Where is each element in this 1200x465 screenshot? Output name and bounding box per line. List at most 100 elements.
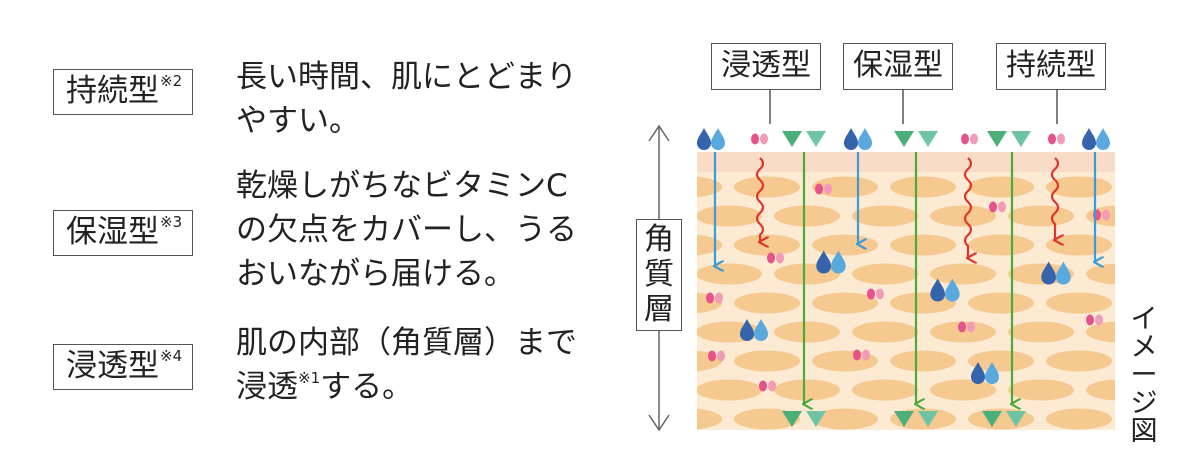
desc-line: 乾燥しがちなビタミンC bbox=[236, 168, 568, 204]
green-triangle bbox=[982, 411, 1002, 427]
stratum-cell bbox=[812, 350, 878, 372]
green-triangle bbox=[894, 131, 914, 147]
pink-particle bbox=[961, 133, 969, 145]
legend-desc-penetrating: 肌の内部（角質層）まで 浸透※1する。 bbox=[236, 321, 577, 414]
water-drop bbox=[971, 362, 985, 384]
pink-particle bbox=[1057, 133, 1065, 145]
legend-desc-persistent: 長い時間、肌にとどまり やすい。 bbox=[236, 55, 577, 143]
stratum-cell bbox=[968, 350, 1034, 372]
pink-particle bbox=[1086, 314, 1094, 326]
stratum-cell bbox=[1124, 177, 1190, 198]
stratum-char: 層 bbox=[644, 292, 674, 327]
pink-particle bbox=[708, 350, 716, 362]
pink-particle bbox=[876, 288, 884, 300]
green-triangle bbox=[782, 131, 802, 147]
pink-particle bbox=[970, 133, 978, 145]
stratum-cell bbox=[968, 292, 1034, 314]
pink-particle bbox=[751, 133, 759, 145]
stratum-cell bbox=[734, 292, 800, 314]
stratum-cell bbox=[852, 321, 918, 343]
stratum-cell bbox=[1008, 379, 1074, 401]
pink-particle bbox=[776, 252, 784, 264]
stratum-cell bbox=[734, 350, 800, 372]
stratum-corneum-label: 角 質 層 bbox=[636, 219, 682, 331]
stratum-cell bbox=[1086, 379, 1115, 401]
caption-char: 図 bbox=[1130, 416, 1158, 447]
label-connectors bbox=[769, 88, 1058, 124]
stratum-cell bbox=[1046, 408, 1112, 430]
green-triangle bbox=[806, 411, 826, 427]
legend-type-penetrating-label: 浸透型 bbox=[66, 348, 159, 384]
stratum-cell bbox=[618, 380, 684, 401]
pink-particle bbox=[1095, 314, 1103, 326]
stratum-cell bbox=[890, 350, 956, 372]
stratum-cell bbox=[1086, 263, 1115, 285]
legend-type-persistent: 持続型※2 bbox=[53, 69, 194, 115]
water-drop bbox=[1096, 128, 1110, 150]
water-drop bbox=[740, 319, 754, 341]
stratum-cell bbox=[852, 205, 918, 227]
stratum-cell bbox=[697, 176, 722, 198]
water-drop bbox=[1082, 128, 1096, 150]
legend-type-moisturizing-label: 保湿型 bbox=[66, 214, 159, 250]
stratum-cell bbox=[968, 176, 1034, 198]
stratum-cell bbox=[1124, 235, 1190, 256]
pink-particle bbox=[853, 349, 861, 361]
stratum-cell bbox=[1086, 321, 1115, 343]
desc-last-suffix: する。 bbox=[320, 369, 414, 405]
stratum-cell bbox=[930, 205, 996, 227]
desc-line: 長い時間、肌にとどまり bbox=[236, 59, 577, 95]
stratum-cell bbox=[812, 234, 878, 256]
water-drop bbox=[816, 250, 831, 274]
desc-line-last: 浸透※1する。 bbox=[236, 365, 577, 414]
stratum-top-band bbox=[697, 152, 1115, 172]
water-drop bbox=[930, 278, 945, 302]
stratum-cell bbox=[812, 408, 878, 430]
desc-last-prefix: 浸透 bbox=[236, 369, 298, 405]
stratum-cell bbox=[774, 205, 840, 227]
legend-type-moisturizing-note: ※3 bbox=[160, 213, 183, 231]
water-drop bbox=[985, 362, 999, 384]
pink-particle bbox=[767, 252, 775, 264]
desc-last-note: ※1 bbox=[298, 369, 321, 387]
caption-char: ジ bbox=[1130, 388, 1158, 419]
stratum-cell bbox=[1008, 205, 1074, 227]
legend-type-moisturizing: 保湿型※3 bbox=[53, 210, 194, 256]
stratum-char: 角 bbox=[644, 222, 674, 257]
pink-particle bbox=[989, 201, 997, 213]
stratum-cell bbox=[890, 234, 956, 256]
stratum-cell bbox=[852, 379, 918, 401]
stratum-cell bbox=[1008, 321, 1074, 343]
water-drop bbox=[858, 128, 872, 150]
pink-particle bbox=[706, 292, 714, 304]
red-wavy-arrow bbox=[963, 157, 971, 258]
legend-type-persistent-note: ※2 bbox=[160, 72, 183, 90]
caption-char: メ bbox=[1130, 332, 1158, 363]
green-triangle bbox=[894, 411, 914, 427]
pink-particle bbox=[958, 321, 966, 333]
stratum-cell bbox=[734, 408, 800, 430]
pink-particle bbox=[1102, 209, 1110, 221]
green-triangle bbox=[1011, 131, 1031, 147]
pink-particle bbox=[815, 183, 823, 195]
pink-particle bbox=[717, 350, 725, 362]
water-drop bbox=[1041, 261, 1056, 285]
stratum-cell bbox=[968, 234, 1034, 256]
pink-particle bbox=[760, 133, 768, 145]
pink-particle bbox=[998, 201, 1006, 213]
legend-type-penetrating: 浸透型※4 bbox=[53, 344, 194, 390]
desc-line: 肌の内部（角質層）まで bbox=[236, 325, 577, 361]
pink-particle bbox=[768, 380, 776, 392]
pink-particle bbox=[824, 183, 832, 195]
green-triangle bbox=[806, 131, 826, 147]
stratum-char: 質 bbox=[644, 257, 674, 292]
water-drop bbox=[754, 319, 768, 341]
water-drop bbox=[844, 128, 858, 150]
pink-particle bbox=[967, 321, 975, 333]
stratum-cell bbox=[1046, 350, 1112, 372]
water-drop bbox=[711, 128, 725, 150]
stratum-cell bbox=[734, 234, 800, 256]
water-drop bbox=[1056, 261, 1071, 285]
pink-particle bbox=[1048, 133, 1056, 145]
